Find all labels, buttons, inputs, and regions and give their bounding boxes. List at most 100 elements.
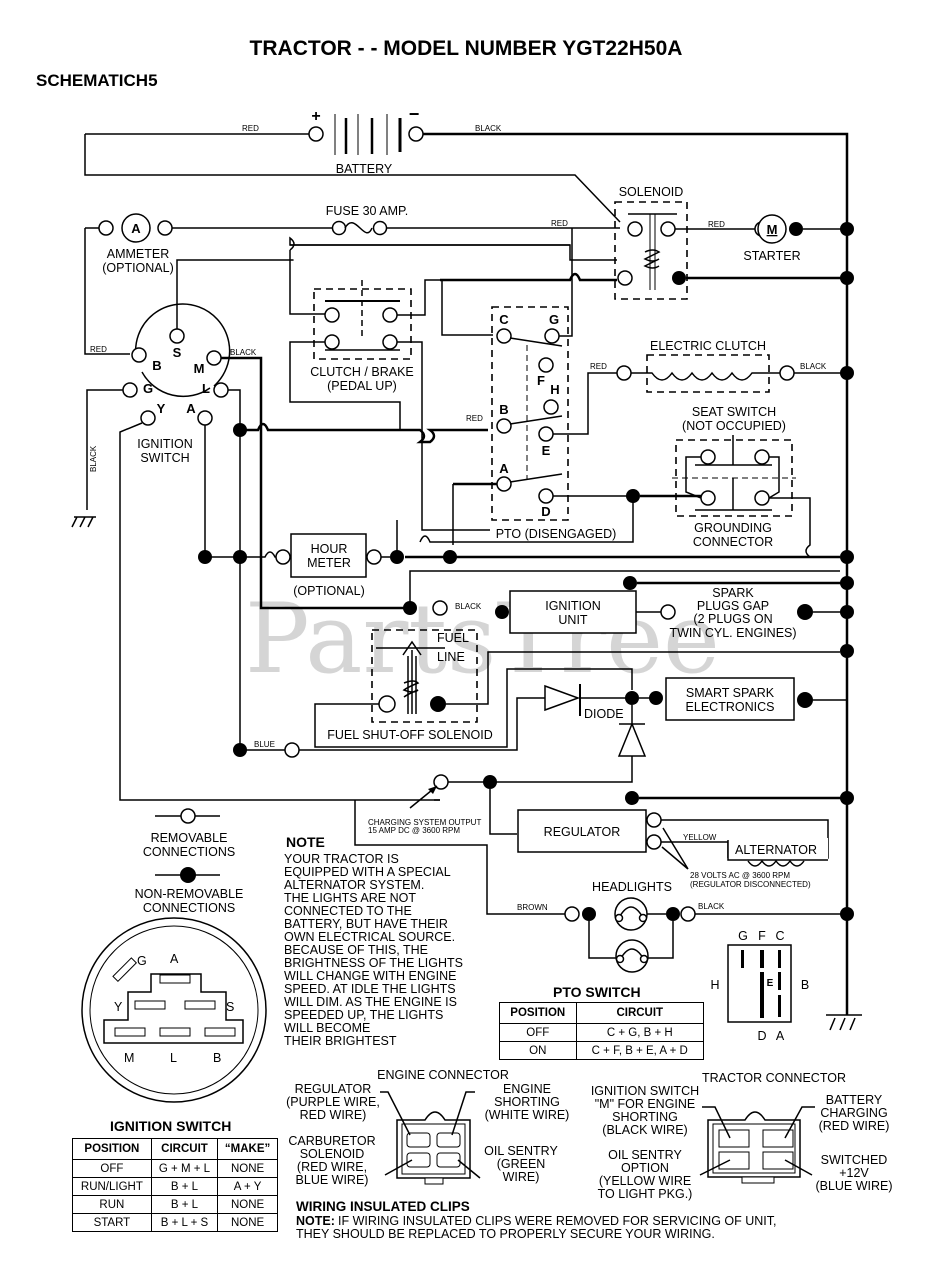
- svg-text:(GREEN: (GREEN: [497, 1157, 546, 1171]
- svg-text:LINE: LINE: [437, 650, 465, 664]
- charging-output-label: CHARGING SYSTEM OUTPUT: [368, 818, 481, 827]
- svg-text:+12V: +12V: [839, 1166, 869, 1180]
- svg-text:F: F: [537, 373, 545, 388]
- svg-text:SWITCHED: SWITCHED: [821, 1153, 888, 1167]
- alternator-note: NOTE YOUR TRACTOR IS EQUIPPED WITH A SPE…: [284, 834, 463, 1048]
- table-header: CIRCUIT: [150, 1138, 219, 1160]
- svg-text:BATTERY, BUT HAVE THEIR: BATTERY, BUT HAVE THEIR: [284, 917, 448, 931]
- svg-text:L: L: [202, 381, 210, 396]
- svg-text:S: S: [226, 1000, 234, 1014]
- clutch-brake-label: CLUTCH / BRAKE: [310, 365, 414, 379]
- hour-meter: HOUR METER (OPTIONAL): [275, 520, 457, 598]
- svg-text:C: C: [775, 929, 784, 943]
- battery-label: BATTERY: [336, 162, 393, 176]
- svg-text:TO LIGHT PKG.): TO LIGHT PKG.): [598, 1187, 693, 1201]
- svg-text:G: G: [738, 929, 748, 943]
- smart-spark-label: SMART SPARK: [686, 686, 775, 700]
- svg-text:C: C: [499, 312, 509, 327]
- svg-text:(PEDAL UP): (PEDAL UP): [327, 379, 397, 393]
- svg-text:G: G: [549, 312, 559, 327]
- minus-icon: −: [409, 104, 420, 124]
- svg-text:(BLACK WIRE): (BLACK WIRE): [602, 1123, 687, 1137]
- svg-text:BLACK: BLACK: [230, 348, 257, 357]
- svg-text:M: M: [194, 361, 205, 376]
- svg-text:RED: RED: [466, 414, 483, 423]
- page-title: TRACTOR - - MODEL NUMBER YGT22H50A: [250, 37, 683, 60]
- svg-text:(2 PLUGS ON: (2 PLUGS ON: [693, 612, 772, 626]
- svg-text:RED WIRE): RED WIRE): [300, 1108, 367, 1122]
- svg-text:CARBURETOR: CARBURETOR: [288, 1134, 375, 1148]
- alternator-label: ALTERNATOR: [735, 843, 817, 857]
- clips-heading: WIRING INSULATED CLIPS: [296, 1199, 470, 1214]
- fuse: FUSE 30 AMP.: [172, 204, 620, 236]
- svg-text:G: G: [143, 381, 153, 396]
- regulator-label: REGULATOR: [544, 825, 621, 839]
- svg-text:OIL SENTRY: OIL SENTRY: [608, 1148, 682, 1162]
- diode-label: DIODE: [584, 707, 624, 721]
- svg-text:WILL BECOME: WILL BECOME: [284, 1021, 370, 1035]
- tractor-connector-title: TRACTOR CONNECTOR: [702, 1071, 846, 1085]
- terminal-g: [122, 382, 138, 398]
- pto-switch: C G F H B E A D PTO (DISENGAGED) RED: [419, 228, 634, 545]
- svg-text:SPEED. AT IDLE THE LIGHTS: SPEED. AT IDLE THE LIGHTS: [284, 982, 456, 996]
- svg-text:(OPTIONAL): (OPTIONAL): [293, 584, 365, 598]
- removable-connection-icon: [180, 808, 196, 824]
- svg-text:E: E: [767, 978, 774, 989]
- pto-label: PTO (DISENGAGED): [496, 527, 617, 541]
- terminal-m: [206, 350, 222, 366]
- svg-text:S: S: [173, 345, 182, 360]
- seat-switch-label: SEAT SWITCH: [692, 405, 776, 419]
- grounding-connector-label: GROUNDING: [694, 521, 772, 535]
- motor-symbol: M: [767, 222, 778, 237]
- terminal-y: [140, 410, 156, 426]
- svg-text:BLACK: BLACK: [698, 902, 725, 911]
- table-row: ON C + F, B + E, A + D: [499, 1041, 705, 1060]
- svg-text:Y: Y: [114, 1000, 123, 1014]
- electric-clutch: RED BLACK ELECTRIC CLUTCH: [590, 339, 847, 393]
- battery: + − RED BLACK BATTERY: [84, 104, 849, 1015]
- engine-connector-title: ENGINE CONNECTOR: [377, 1068, 509, 1082]
- pto-pin-diagram: G F C H B E D A: [710, 929, 809, 1043]
- svg-text:SPEEDED UP, THE LIGHTS: SPEEDED UP, THE LIGHTS: [284, 1008, 443, 1022]
- svg-text:METER: METER: [307, 556, 351, 570]
- svg-text:EQUIPPED WITH A SPECIAL: EQUIPPED WITH A SPECIAL: [284, 865, 451, 879]
- svg-text:ELECTRONICS: ELECTRONICS: [686, 700, 775, 714]
- svg-text:A: A: [499, 461, 509, 476]
- ignition-plug-diagram: G A Y S M L B: [81, 917, 267, 1103]
- svg-text:PLUGS GAP: PLUGS GAP: [697, 599, 769, 613]
- svg-text:RED: RED: [551, 219, 568, 228]
- svg-text:SOLENOID: SOLENOID: [300, 1147, 365, 1161]
- svg-text:(REGULATOR DISCONNECTED): (REGULATOR DISCONNECTED): [690, 880, 811, 889]
- table-row: RUN B + L NONE: [72, 1195, 278, 1214]
- watermark: PartsTree: [245, 583, 720, 695]
- spark-plugs-label: SPARK: [712, 586, 754, 600]
- svg-text:H: H: [550, 382, 559, 397]
- pto-switch-table: POSITION CIRCUIT OFF C + G, B + H ON C +…: [499, 1002, 705, 1060]
- svg-text:THE LIGHTS ARE NOT: THE LIGHTS ARE NOT: [284, 891, 416, 905]
- battery-positive-terminal: [308, 126, 324, 142]
- regulator: CHARGING SYSTEM OUTPUT 15 AMP DC @ 3600 …: [354, 774, 847, 915]
- ammeter-label: AMMETER: [107, 247, 170, 261]
- headlights-label: HEADLIGHTS: [592, 880, 672, 894]
- svg-text:BLACK: BLACK: [800, 362, 827, 371]
- svg-text:IGNITION SWITCH: IGNITION SWITCH: [591, 1084, 699, 1098]
- svg-text:ALTERNATOR SYSTEM.: ALTERNATOR SYSTEM.: [284, 878, 424, 892]
- electric-clutch-label: ELECTRIC CLUTCH: [650, 339, 766, 353]
- svg-text:SHORTING: SHORTING: [612, 1110, 678, 1124]
- svg-text:IF WIRING INSULATED CLIPS WERE: IF WIRING INSULATED CLIPS WERE REMOVED F…: [338, 1214, 776, 1228]
- svg-text:B: B: [499, 402, 508, 417]
- ignition-switch-label: IGNITION: [137, 437, 193, 451]
- svg-text:RED: RED: [90, 345, 107, 354]
- svg-text:BATTERY: BATTERY: [826, 1093, 883, 1107]
- svg-text:WIRE): WIRE): [503, 1170, 540, 1184]
- plus-icon: +: [311, 108, 320, 125]
- svg-text:BLUE: BLUE: [254, 740, 275, 749]
- svg-text:Y: Y: [157, 401, 166, 416]
- svg-text:BLACK: BLACK: [89, 445, 98, 472]
- svg-text:D: D: [541, 504, 550, 519]
- table-header: POSITION: [72, 1138, 152, 1160]
- svg-text:SHORTING: SHORTING: [494, 1095, 560, 1109]
- table-row: START B + L + S NONE: [72, 1213, 278, 1232]
- svg-text:G: G: [137, 954, 147, 968]
- svg-text:YELLOW: YELLOW: [683, 833, 717, 842]
